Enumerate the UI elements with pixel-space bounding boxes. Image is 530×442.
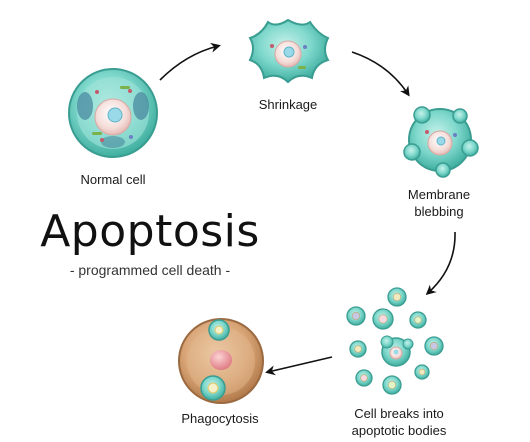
label-membrane-blebbing: Membrane blebbing — [407, 187, 471, 219]
blebbing-cell-icon — [403, 106, 479, 178]
label-shrinkage: Shrinkage — [258, 97, 318, 112]
arrow-blebbing-to-bodies — [425, 231, 456, 295]
shrinkage-cell-icon — [248, 18, 330, 84]
label-normal-cell: Normal cell — [80, 172, 146, 187]
apoptotic-body-core — [387, 380, 397, 390]
apoptotic-body-core — [378, 314, 388, 324]
normal-cell-icon — [68, 68, 158, 158]
apoptotic-body-core — [351, 311, 361, 321]
arrow-normal-to-shrinkage — [159, 42, 221, 81]
diagram-title: Apoptosis — [40, 206, 260, 257]
apoptotic-body-core — [360, 374, 368, 382]
apoptotic-body-core — [354, 345, 362, 353]
phagocyte-icon — [178, 318, 264, 404]
apoptotic-bodies-icon — [346, 287, 444, 395]
diagram-subtitle: - programmed cell death - — [69, 262, 231, 278]
apoptotic-body-core — [392, 292, 402, 302]
arrow-shrinkage-to-blebbing — [351, 51, 410, 97]
arrow-bodies-to-phagocytosis — [265, 356, 333, 376]
apoptotic-body-core — [418, 368, 426, 376]
apoptotic-body-core — [429, 341, 439, 351]
label-phagocytosis: Phagocytosis — [181, 411, 259, 426]
apoptotic-body-core — [414, 316, 422, 324]
label-apoptotic-bodies: Cell breaks into apoptotic bodies — [351, 406, 447, 438]
